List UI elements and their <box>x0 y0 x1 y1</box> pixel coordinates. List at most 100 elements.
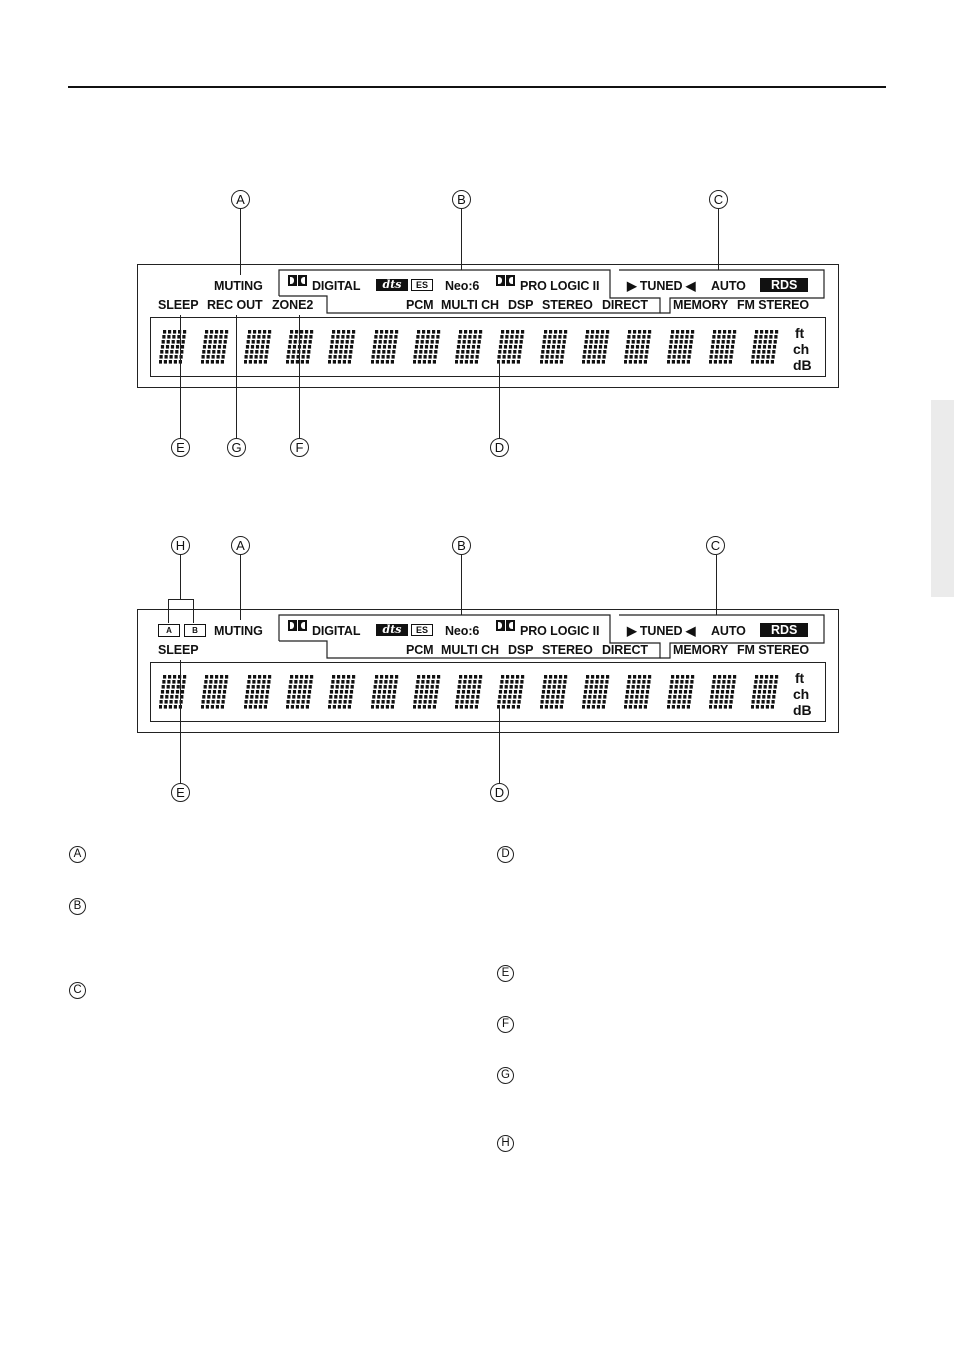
dts-logo: dts <box>376 624 408 636</box>
callout-h: H <box>171 536 190 555</box>
character-cell <box>243 673 274 711</box>
character-cell <box>328 328 358 366</box>
sleep-indicator: SLEEP <box>158 298 199 312</box>
callout-d: D <box>490 783 509 802</box>
rec-out-indicator: REC OUT <box>207 298 263 312</box>
character-cell <box>412 673 443 711</box>
leader-line-b <box>461 555 463 615</box>
character-cell <box>243 328 274 366</box>
pro-logic-indicator: PRO LOGIC II <box>520 624 600 638</box>
character-cell <box>624 673 654 711</box>
direct-indicator: DIRECT <box>602 643 648 657</box>
top-rule <box>68 86 886 88</box>
dolby-pro-logic-logo-icon <box>496 275 516 286</box>
muting-indicator: MUTING <box>214 279 263 293</box>
callout-g: G <box>227 438 246 457</box>
character-cell <box>539 328 570 366</box>
callout-b: B <box>452 536 471 555</box>
character-cell <box>666 673 697 711</box>
rds-indicator: RDS <box>760 278 809 292</box>
unit-db: dB <box>793 702 812 718</box>
multi-ch-indicator: MULTI CH <box>441 298 499 312</box>
stereo-indicator: STEREO <box>542 643 593 657</box>
callout-e: E <box>171 783 190 802</box>
character-cell <box>201 328 231 366</box>
unit-ft: ft <box>795 670 805 686</box>
leader-line-c <box>716 555 718 615</box>
dolby-digital-logo-icon <box>288 275 308 286</box>
fm-stereo-indicator: FM STEREO <box>737 298 810 312</box>
format-group-border <box>278 614 825 659</box>
leader-line-d <box>499 705 501 783</box>
side-tab-marker <box>931 400 954 597</box>
es-logo: ES <box>411 279 433 291</box>
character-cell <box>666 328 697 366</box>
format-group-border <box>278 269 825 314</box>
callout-a: A <box>231 536 250 555</box>
tuned-indicator: ▶ TUNED ◀ <box>627 624 696 638</box>
unit-ft: ft <box>795 325 805 341</box>
dsp-indicator: DSP <box>508 643 534 657</box>
legend-marker-b: B <box>69 898 86 915</box>
character-cell <box>285 328 316 366</box>
legend-marker-g: G <box>497 1067 514 1084</box>
muting-indicator: MUTING <box>214 624 263 638</box>
sleep-indicator: SLEEP <box>158 643 199 657</box>
callout-f: F <box>290 438 309 457</box>
dsp-indicator: DSP <box>508 298 534 312</box>
character-cell <box>455 673 485 711</box>
character-cell <box>370 328 401 366</box>
leader-line-c <box>718 209 720 270</box>
legend-marker-f: F <box>497 1016 514 1033</box>
legend-marker-h: H <box>497 1135 514 1152</box>
unit-ch: ch <box>793 686 810 702</box>
leader-line-h-b <box>193 599 195 623</box>
legend-marker-c: C <box>69 982 86 999</box>
es-logo: ES <box>411 624 433 636</box>
character-cell <box>582 673 612 711</box>
leader-line-a <box>240 555 242 620</box>
callout-c: C <box>706 536 725 555</box>
leader-line-h <box>180 555 182 599</box>
callout-b: B <box>452 190 471 209</box>
character-cell <box>201 673 231 711</box>
dts-logo: dts <box>376 279 408 291</box>
character-cell <box>582 328 612 366</box>
character-cell <box>708 328 739 366</box>
leader-line-f <box>299 315 301 438</box>
stereo-indicator: STEREO <box>542 298 593 312</box>
auto-indicator: AUTO <box>711 624 746 638</box>
dolby-digital-logo-icon <box>288 620 308 631</box>
character-area: ft ch dB <box>150 662 826 722</box>
digital-indicator: DIGITAL <box>312 624 361 638</box>
character-cell <box>455 328 485 366</box>
character-cell <box>328 673 358 711</box>
leader-line-h-a <box>168 599 170 623</box>
character-cell <box>751 673 781 711</box>
character-cell <box>285 673 316 711</box>
character-cell <box>497 328 527 366</box>
unit-ch: ch <box>793 341 810 357</box>
character-cell <box>159 673 189 711</box>
speaker-b-indicator: B <box>184 624 206 637</box>
character-cell <box>539 673 570 711</box>
character-cell <box>708 673 739 711</box>
leader-line-e <box>180 660 182 783</box>
leader-line-b <box>461 209 463 270</box>
neo6-indicator: Neo:6 <box>445 279 480 293</box>
leader-line-a <box>240 209 242 275</box>
legend-marker-a: A <box>69 846 86 863</box>
character-cell <box>159 328 189 366</box>
dolby-pro-logic-logo-icon <box>496 620 516 631</box>
rds-indicator: RDS <box>760 623 809 637</box>
leader-bracket-h <box>168 599 194 601</box>
zone2-indicator: ZONE2 <box>272 298 314 312</box>
memory-indicator: MEMORY <box>673 643 729 657</box>
character-cell <box>497 673 527 711</box>
fm-stereo-indicator: FM STEREO <box>737 643 810 657</box>
tuned-indicator: ▶ TUNED ◀ <box>627 279 696 293</box>
pro-logic-indicator: PRO LOGIC II <box>520 279 600 293</box>
leader-line-e <box>180 315 182 438</box>
neo6-indicator: Neo:6 <box>445 624 480 638</box>
multi-ch-indicator: MULTI CH <box>441 643 499 657</box>
